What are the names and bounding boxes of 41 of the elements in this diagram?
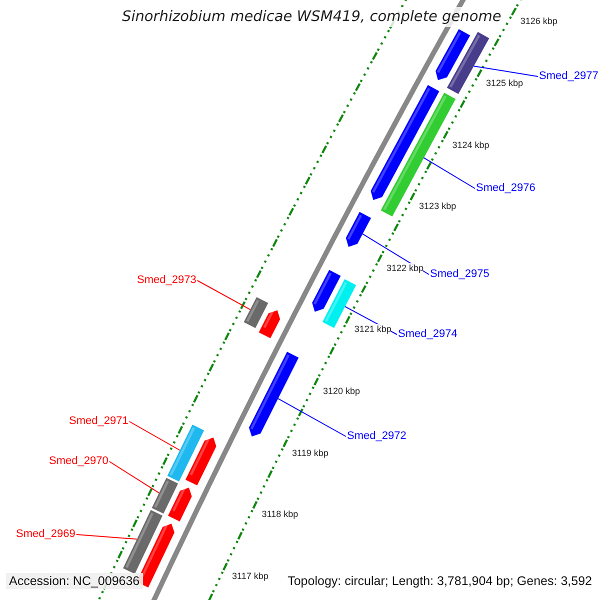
scale-label: 3118 kbp — [262, 509, 298, 520]
gene-bar — [167, 424, 204, 482]
scale-label: 3120 kbp — [322, 386, 360, 397]
gene-bar — [312, 270, 341, 312]
accession-text: Accession: NC_009636 — [6, 573, 143, 589]
gene-label: Smed_2973 — [137, 274, 196, 287]
gene-bar — [436, 29, 470, 80]
gene-label: Smed_2970 — [49, 455, 108, 468]
gene-label: Smed_2977 — [539, 70, 598, 83]
gene-label: Smed_2971 — [69, 415, 128, 428]
gene-bar — [258, 310, 280, 338]
leader-line — [196, 280, 251, 310]
scale-label: 3121 kbp — [354, 324, 392, 336]
gene-bar — [123, 510, 163, 574]
gene-label: Smed_2976 — [476, 182, 536, 195]
gene-label: Smed_2975 — [430, 268, 490, 281]
leader-line — [128, 421, 180, 451]
scale-label: 3119 kbp — [292, 448, 328, 459]
leader-line — [423, 157, 476, 189]
gene-bar — [244, 297, 268, 328]
scale-label: 3117 kbp — [232, 570, 268, 582]
leader-line — [473, 66, 538, 77]
gene-bar — [152, 478, 178, 514]
leader-line — [278, 398, 346, 437]
scale-label: 3123 kbp — [419, 201, 456, 212]
gene-label: Smed_2972 — [347, 430, 406, 443]
scale-label: 3125 kbp — [486, 78, 524, 89]
gene-bar — [168, 487, 192, 522]
gene-label: Smed_2974 — [398, 328, 458, 341]
genome-summary-text: Topology: circular; Length: 3,781,904 bp; Genes: 3,592 — [286, 573, 593, 589]
scale-label: 3122 kbp — [386, 262, 424, 274]
leader-line — [108, 461, 160, 494]
gene-label: Smed_2969 — [16, 528, 76, 541]
gene-bar — [322, 279, 356, 328]
gene-bar — [370, 85, 440, 200]
gene-bar — [185, 437, 216, 486]
gene-bar — [248, 352, 299, 437]
gene-bar — [346, 212, 372, 247]
leader-line — [76, 534, 138, 540]
scale-label: 3124 kbp — [452, 140, 490, 151]
scale-label: 3126 kbp — [520, 16, 558, 28]
